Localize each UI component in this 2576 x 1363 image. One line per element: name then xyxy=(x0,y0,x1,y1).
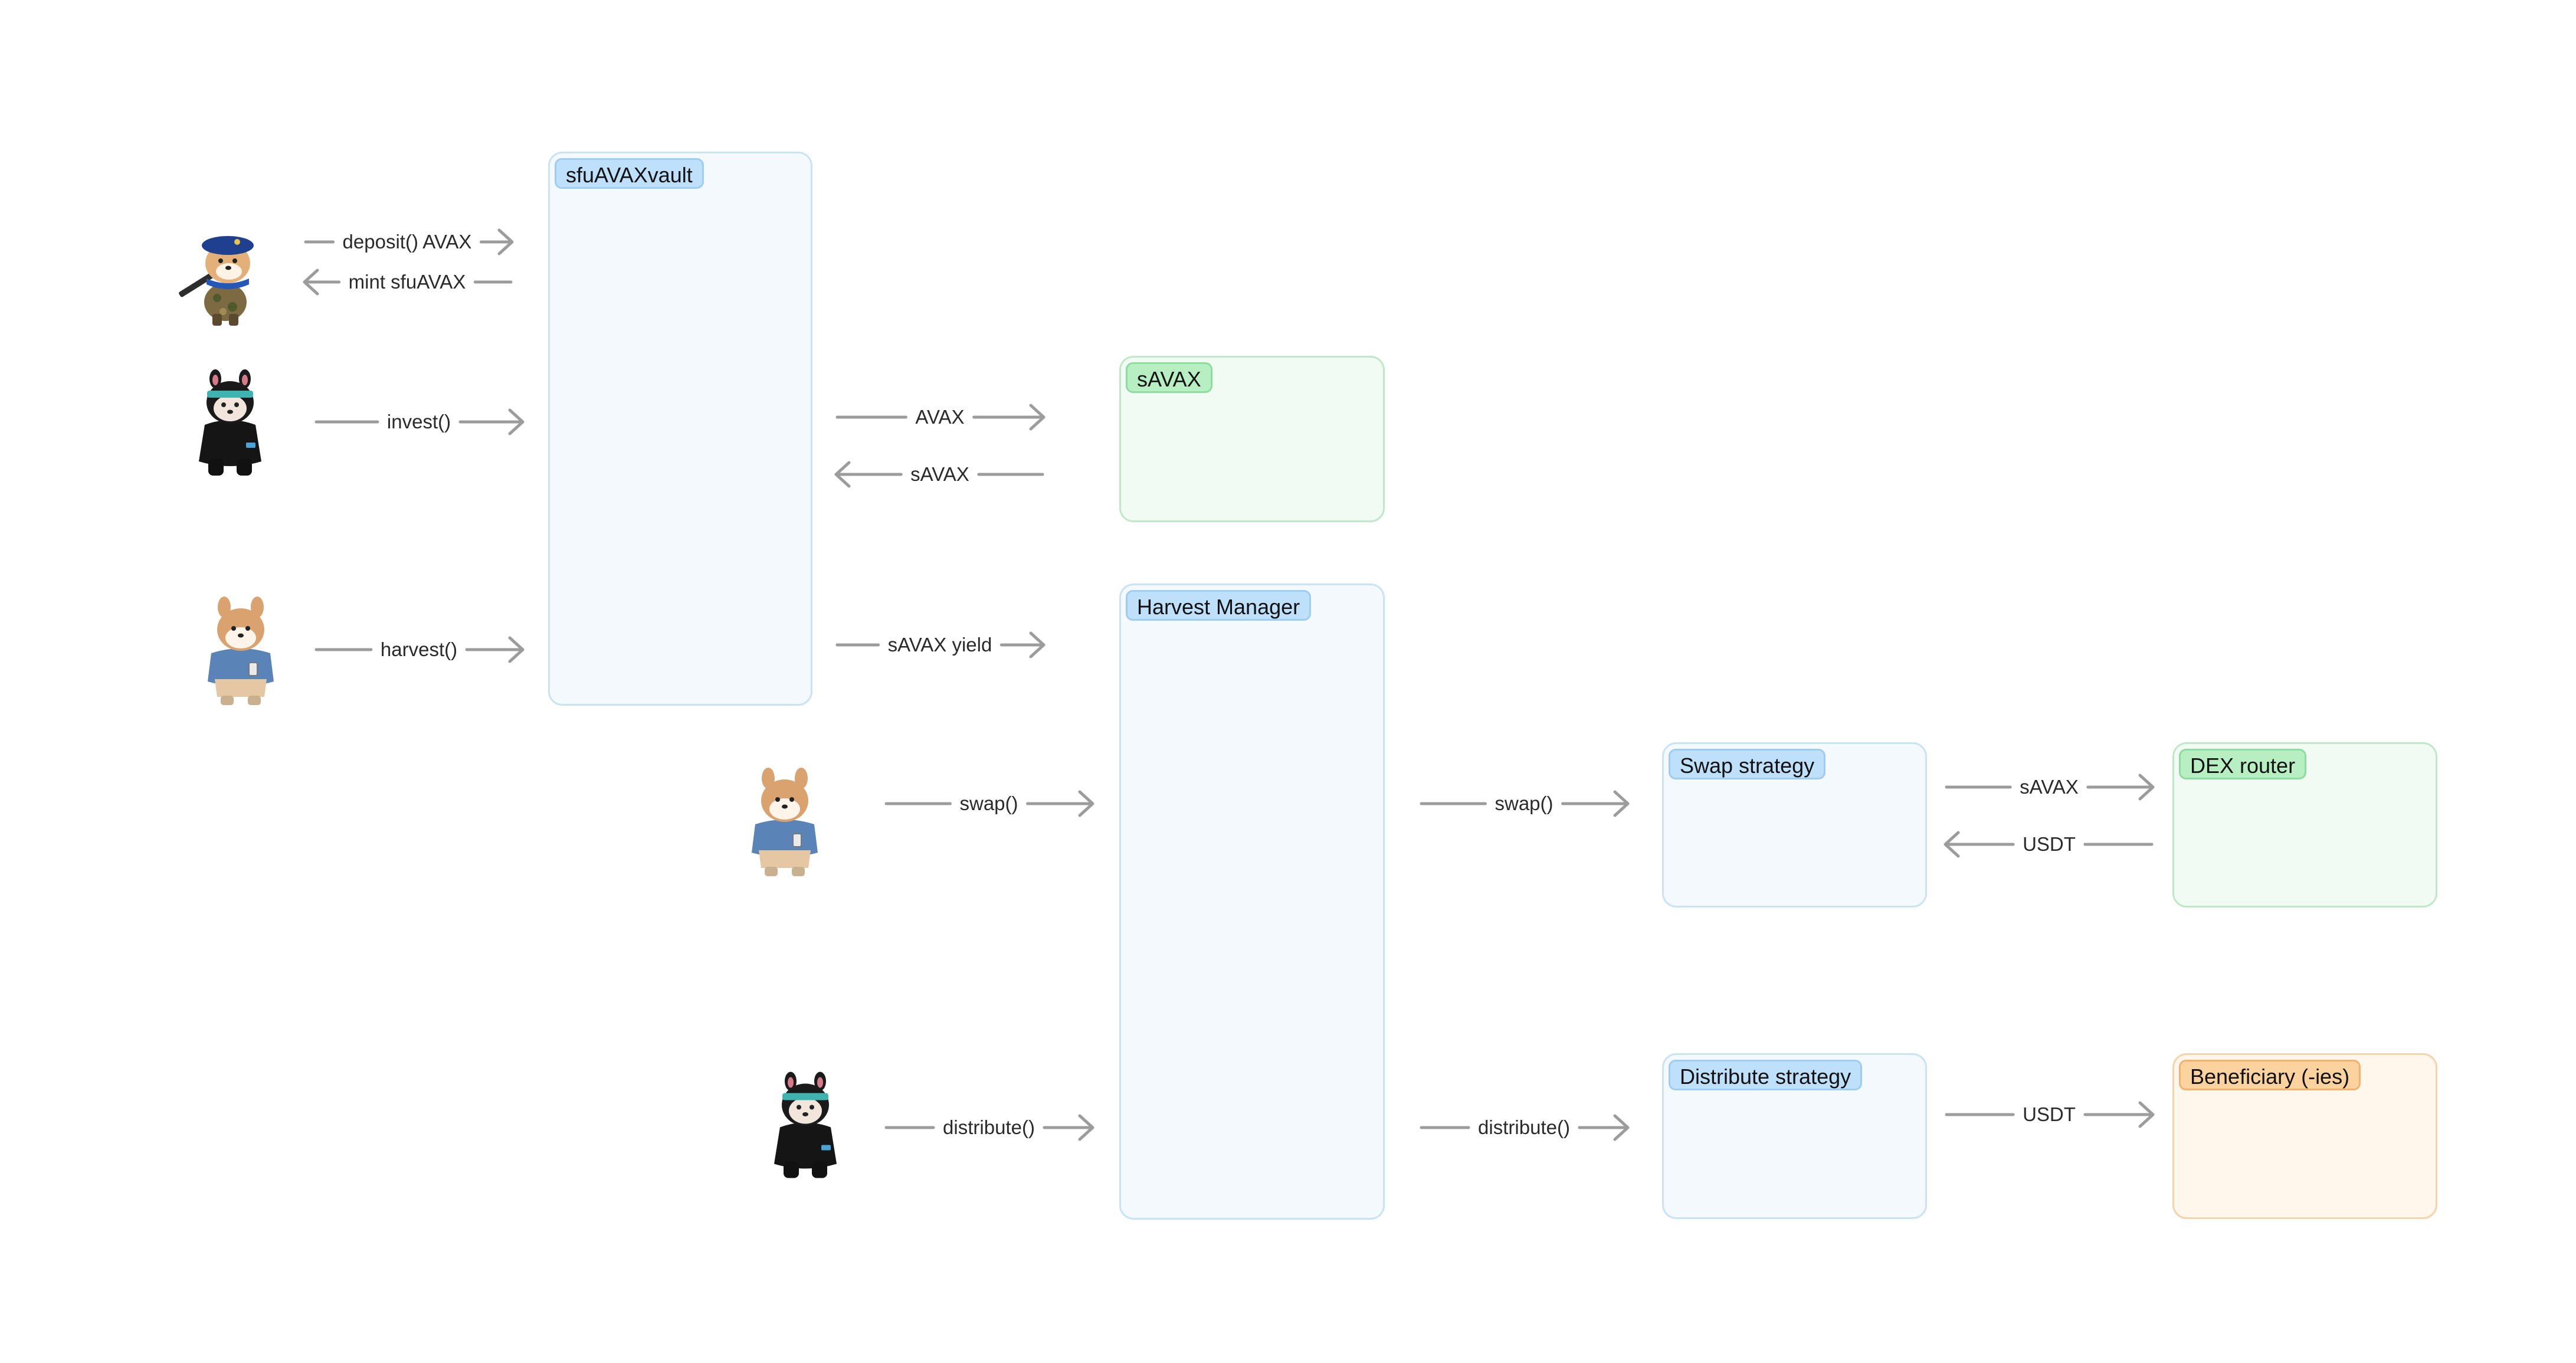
invest-arrow: invest() xyxy=(313,405,525,438)
swap-strategy-box: Swap strategy xyxy=(1662,742,1927,907)
swap-call-arrow-label: swap() xyxy=(959,792,1018,814)
beneficiary-label: Beneficiary (-ies) xyxy=(2179,1060,2361,1090)
vault-label: sfuAVAXvault xyxy=(555,158,704,189)
arrow-graphic xyxy=(1944,831,2154,858)
dex-router-label: DEX router xyxy=(2179,749,2307,779)
arrow-graphic xyxy=(314,408,525,435)
savax-label: sAVAX xyxy=(1126,362,1212,393)
savax-in-arrow: sAVAX xyxy=(834,458,1046,491)
arrow-head xyxy=(1029,631,1046,658)
savax-in-arrow-label: sAVAX xyxy=(910,463,969,485)
dex-savax-arrow-label: sAVAX xyxy=(2020,776,2079,798)
arrow-head xyxy=(508,408,525,435)
savax-yield-arrow-label: sAVAX yield xyxy=(887,634,992,656)
deposit-arrow: deposit() AVAX xyxy=(302,225,514,258)
arrow-graphic xyxy=(304,228,514,255)
swap-forward-arrow-label: swap() xyxy=(1495,792,1554,814)
arrow-graphic xyxy=(884,1114,1094,1141)
ninja-dog-icon xyxy=(755,1062,856,1183)
dex-usdt-arrow: USDT xyxy=(1943,828,2155,861)
distribute-call-arrow-label: distribute() xyxy=(943,1116,1035,1138)
arrow-head xyxy=(1613,790,1630,817)
avax-out-arrow: AVAX xyxy=(834,401,1046,434)
office-dog-icon xyxy=(188,587,294,708)
arrow-graphic xyxy=(1420,1114,1630,1141)
harvest-arrow: harvest() xyxy=(313,633,525,666)
office-dog-icon xyxy=(732,758,838,879)
arrow-head xyxy=(303,268,319,296)
vault-box: sfuAVAXvault xyxy=(548,152,812,706)
arrow-graphic xyxy=(1945,1101,2155,1128)
arrow-head xyxy=(2138,774,2155,801)
invest-arrow-label: invest() xyxy=(386,411,451,433)
mint-arrow: mint sfuAVAX xyxy=(302,266,514,299)
distribute-call-arrow: distribute() xyxy=(883,1111,1095,1144)
ninja-dog-icon xyxy=(180,361,280,479)
swap-call-arrow: swap() xyxy=(883,787,1095,820)
arrow-graphic xyxy=(835,631,1046,658)
arrow-head xyxy=(497,228,514,255)
deposit-arrow-label: deposit() AVAX xyxy=(342,231,472,253)
arrow-head xyxy=(508,636,525,663)
arrow-head xyxy=(1613,1114,1630,1141)
swap-strategy-label: Swap strategy xyxy=(1669,749,1826,779)
arrow-graphic xyxy=(314,636,525,663)
arrow-graphic xyxy=(834,461,1044,488)
distribute-strategy-label: Distribute strategy xyxy=(1669,1060,1863,1090)
avax-out-arrow-label: AVAX xyxy=(915,406,965,428)
arrow-graphic xyxy=(835,404,1046,431)
arrow-head xyxy=(1078,1114,1094,1141)
distribute-strategy-box: Distribute strategy xyxy=(1662,1053,1927,1219)
arrow-head xyxy=(1029,404,1046,431)
arrow-graphic xyxy=(1420,790,1630,817)
arrow-graphic xyxy=(1945,774,2155,801)
arrow-graphic xyxy=(303,268,513,296)
distribute-forward-arrow-label: distribute() xyxy=(1478,1116,1570,1138)
mint-arrow-label: mint sfuAVAX xyxy=(348,271,466,293)
harvest-arrow-label: harvest() xyxy=(380,638,458,660)
swap-forward-arrow: swap() xyxy=(1418,787,1630,820)
distribute-forward-arrow: distribute() xyxy=(1418,1111,1630,1144)
arrow-graphic xyxy=(884,790,1094,817)
dex-usdt-arrow-label: USDT xyxy=(2023,833,2076,855)
harvest-manager-label: Harvest Manager xyxy=(1126,590,1312,621)
arrow-head xyxy=(2138,1101,2155,1128)
arrow-head xyxy=(1078,790,1094,817)
arrow-head xyxy=(834,461,851,488)
beneficiary-usdt-arrow-label: USDT xyxy=(2023,1103,2076,1125)
dex-savax-arrow: sAVAX xyxy=(1943,771,2155,804)
beneficiary-box: Beneficiary (-ies) xyxy=(2172,1053,2437,1219)
soldier-dog-icon xyxy=(171,212,277,327)
beneficiary-usdt-arrow: USDT xyxy=(1943,1098,2155,1131)
savax-yield-arrow: sAVAX yield xyxy=(834,628,1046,661)
harvest-manager-box: Harvest Manager xyxy=(1119,584,1385,1220)
savax-box: sAVAX xyxy=(1119,356,1385,522)
arrow-head xyxy=(1944,831,1960,858)
dex-router-box: DEX router xyxy=(2172,742,2437,907)
